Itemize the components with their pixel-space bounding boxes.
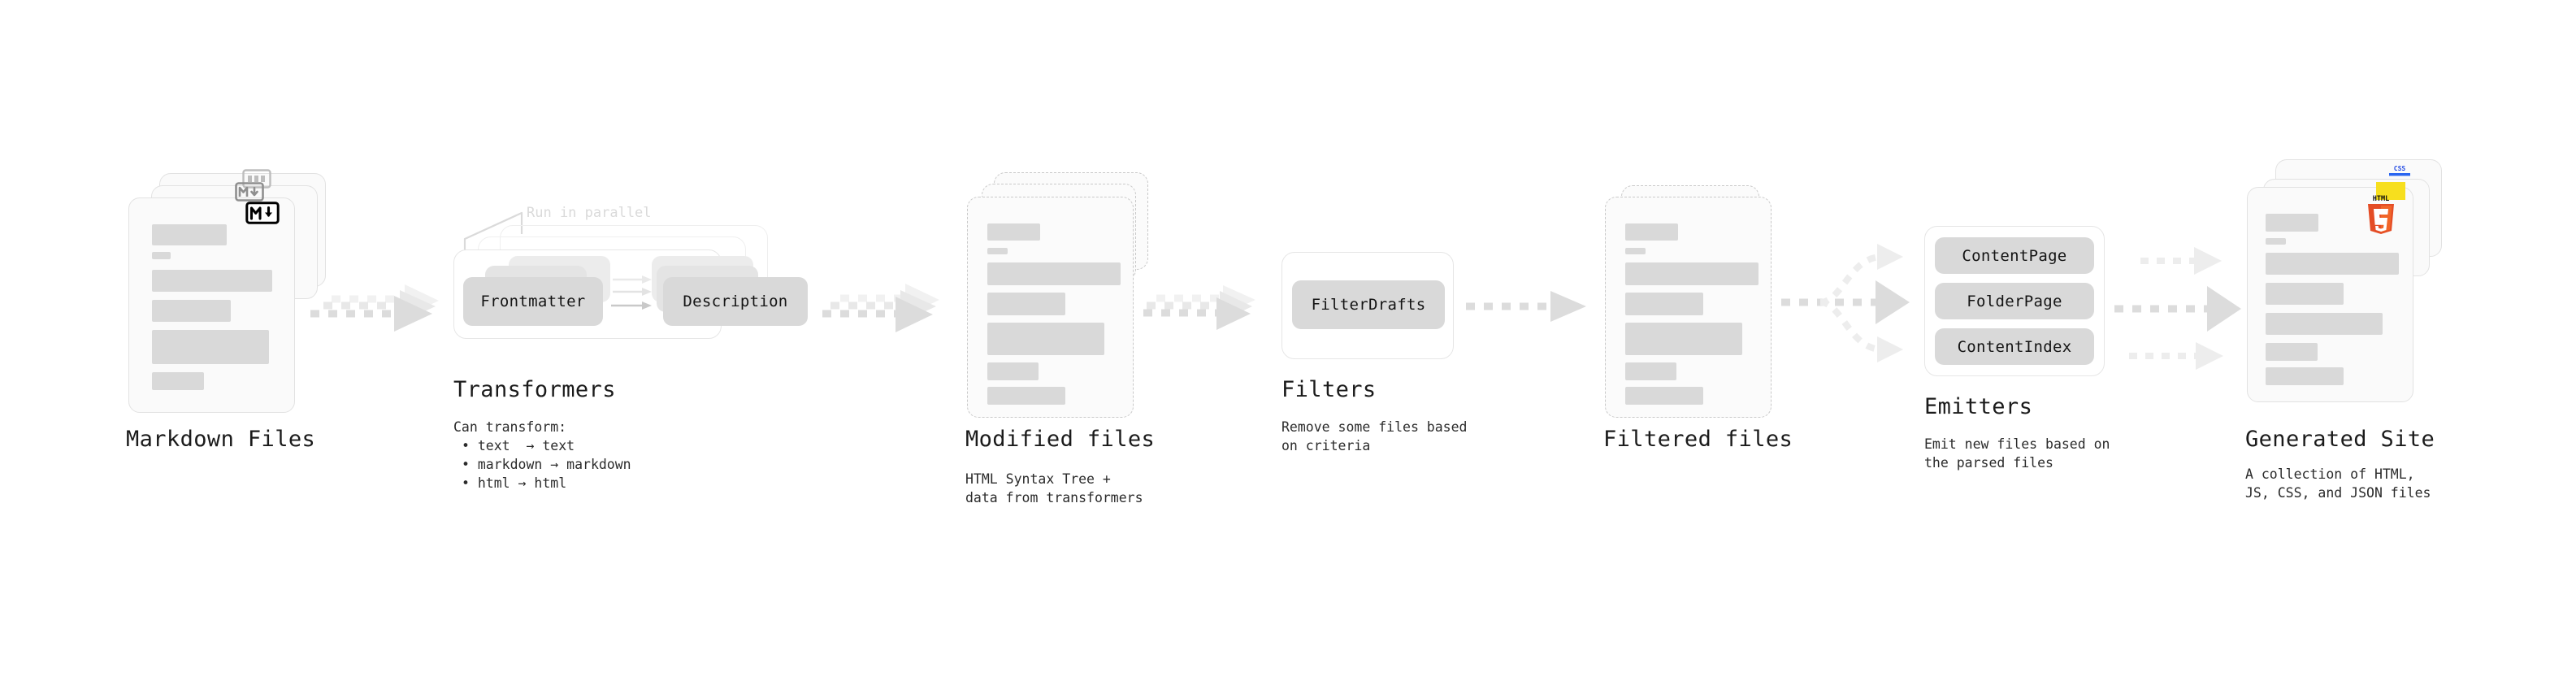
stage-title-transformers: Transformers xyxy=(453,377,616,402)
svg-text:CSS: CSS xyxy=(2394,165,2406,172)
filters-subtitle-line-1: on criteria xyxy=(1281,438,1371,453)
transformers-subtitle: Can transform: xyxy=(453,419,567,435)
html5-badge-icon: HTML xyxy=(2368,195,2394,234)
filter-node-filterdrafts[interactable]: FilterDrafts xyxy=(1292,280,1445,329)
stage-title-generated: Generated Site xyxy=(2245,427,2435,452)
arrow-filtered-to-emitters-fanout xyxy=(1781,244,1910,362)
markdown-badge-icon xyxy=(245,202,280,224)
transformer-node-description[interactable]: Description xyxy=(663,277,808,326)
run-in-parallel-label: Run in parallel xyxy=(527,205,652,221)
arrow-markdown-to-transformers xyxy=(310,284,439,332)
emitter-node-contentpage[interactable]: ContentPage xyxy=(1935,237,2094,274)
modified-card-front xyxy=(967,197,1134,418)
generated-subtitle-line-1: JS, CSS, and JSON files xyxy=(2245,485,2431,501)
markdown-badge-back-icon xyxy=(242,169,271,189)
javascript-badge-icon xyxy=(2376,182,2405,200)
modified-subtitle-line-1: data from transformers xyxy=(965,490,1143,505)
transformers-bullet-0: • text → text xyxy=(462,438,575,453)
filtered-card-front xyxy=(1605,197,1772,418)
generated-subtitle-line-0: A collection of HTML, xyxy=(2245,466,2415,482)
modified-subtitle-line-0: HTML Syntax Tree + xyxy=(965,471,1111,487)
stage-title-emitters: Emitters xyxy=(1924,394,2033,419)
transformer-internal-arrows xyxy=(611,275,652,310)
arrow-modified-to-filters xyxy=(1143,285,1255,330)
transformers-bullet-1: • markdown → markdown xyxy=(462,457,631,472)
arrow-emitters-to-generated xyxy=(2114,247,2241,370)
svg-text:HTML: HTML xyxy=(2373,195,2389,203)
css3-badge-icon: CSS xyxy=(2389,165,2410,176)
stage-title-filters: Filters xyxy=(1281,377,1377,402)
filters-subtitle-line-0: Remove some files based xyxy=(1281,419,1468,435)
transformers-bullets: • text → text • markdown → markdown • ht… xyxy=(462,436,631,492)
transformer-node-frontmatter[interactable]: Frontmatter xyxy=(463,277,603,326)
emitters-subtitle-line-1: the parsed files xyxy=(1924,455,2053,471)
generated-card-front xyxy=(2247,187,2413,402)
emitter-node-folderpage[interactable]: FolderPage xyxy=(1935,283,2094,319)
stage-title-filtered: Filtered files xyxy=(1603,427,1793,452)
arrow-filters-to-filtered xyxy=(1466,291,1586,322)
stage-title-markdown: Markdown Files xyxy=(126,427,316,452)
transformers-bullet-2: • html → html xyxy=(462,475,567,491)
arrow-transformers-to-modified xyxy=(822,284,939,332)
markdown-badge-mid-icon xyxy=(235,182,264,202)
emitter-node-contentindex[interactable]: ContentIndex xyxy=(1935,328,2094,365)
emitters-subtitle-line-0: Emit new files based on xyxy=(1924,436,2110,452)
stage-title-modified: Modified files xyxy=(965,427,1156,452)
markdown-card-front xyxy=(128,197,295,413)
